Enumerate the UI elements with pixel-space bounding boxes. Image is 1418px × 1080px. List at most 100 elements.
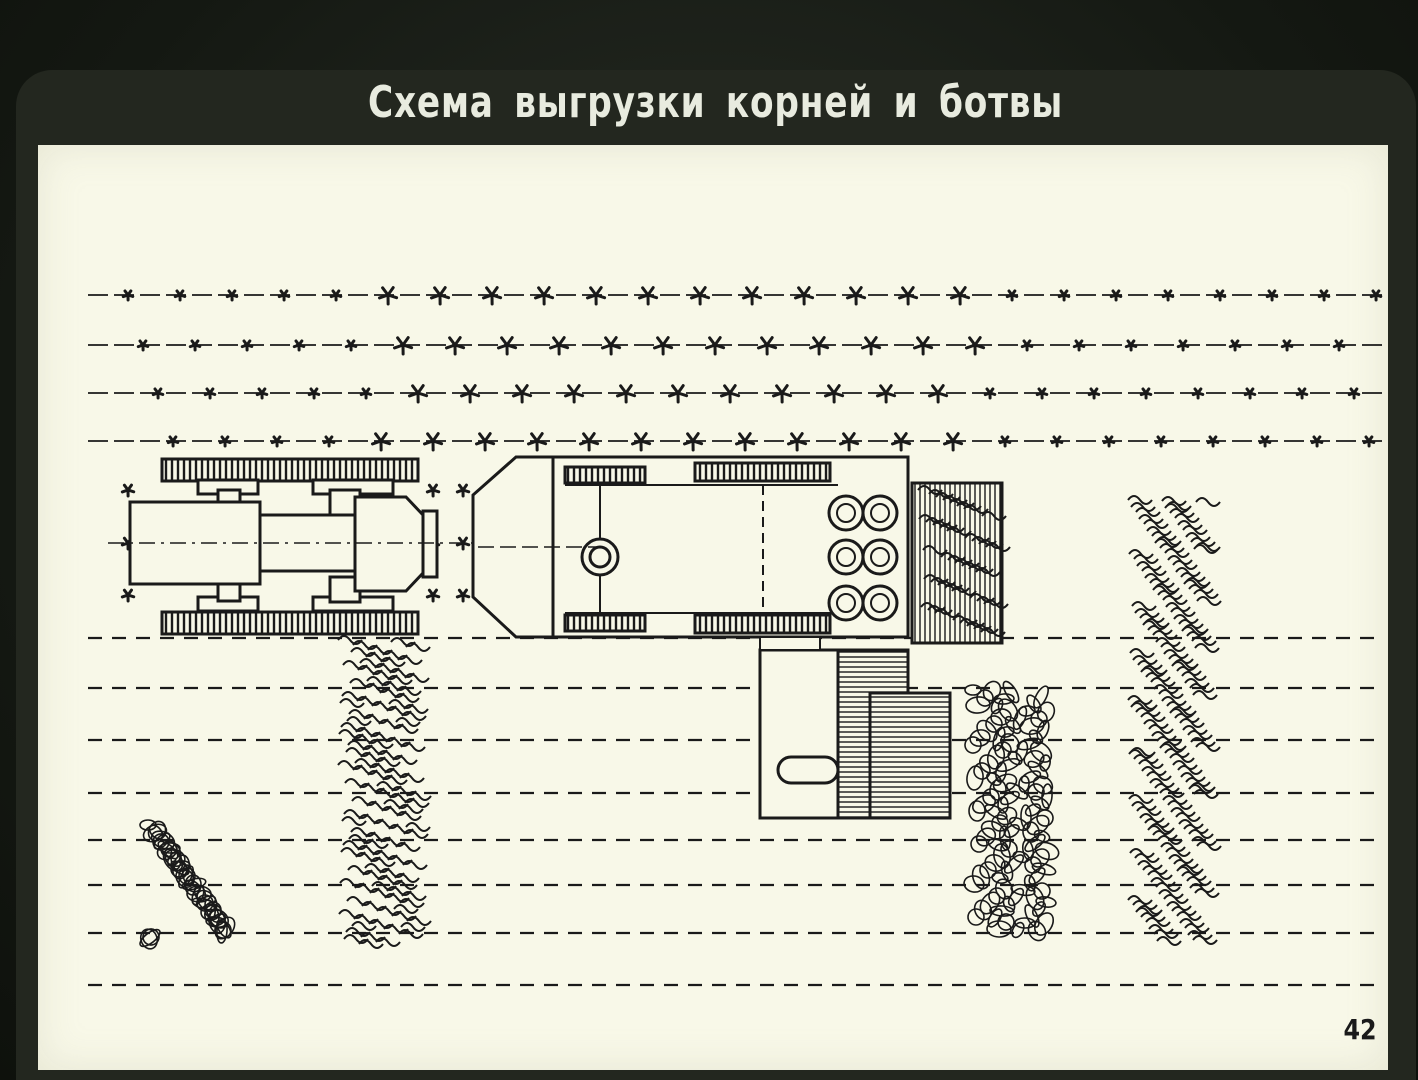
tops-swath: [337, 485, 1222, 949]
plant-icon: [429, 286, 451, 306]
plant-icon: [860, 336, 882, 356]
plant-icon: [203, 387, 217, 400]
plant-icon: [218, 435, 232, 448]
plant-icon: [511, 384, 533, 404]
plant-icon: [585, 286, 607, 306]
plant-icon: [344, 339, 358, 352]
plant-icon: [1332, 339, 1346, 352]
plant-icon: [912, 336, 934, 356]
plant-icon: [1243, 387, 1257, 400]
plant-icon: [270, 435, 284, 448]
plant-icon: [741, 286, 763, 306]
plant-icon: [496, 336, 518, 356]
plant-icon: [682, 432, 704, 452]
plant-icon: [1176, 339, 1190, 352]
plant-icon: [481, 286, 503, 306]
plant-icon: [392, 336, 414, 356]
plant-icon: [1154, 435, 1168, 448]
page-number: 42: [1343, 1013, 1377, 1046]
plant-icon: [173, 289, 187, 302]
harvester-icon: [471, 455, 1004, 820]
plant-icon: [1102, 435, 1116, 448]
plant-icon: [151, 387, 165, 400]
plant-icon: [377, 286, 399, 306]
plant-icon: [322, 435, 336, 448]
plant-icon: [1347, 387, 1361, 400]
plant-icon: [964, 336, 986, 356]
plant-icon: [329, 289, 343, 302]
plant-icon: [1020, 339, 1034, 352]
plant-icon: [1369, 289, 1383, 302]
plant-icon: [563, 384, 585, 404]
plant-icon: [1228, 339, 1242, 352]
harvesting-diagram: [88, 286, 1386, 987]
plant-icon: [637, 286, 659, 306]
plant-icon: [1005, 289, 1019, 302]
title-bar: Схема выгрузки корней и ботвы: [356, 72, 1076, 132]
plant-icon: [1258, 435, 1272, 448]
plant-icon: [1362, 435, 1376, 448]
plant-icon: [578, 432, 600, 452]
plant-icon: [225, 289, 239, 302]
plant-icon: [474, 432, 496, 452]
plant-icon: [120, 588, 136, 603]
plant-icon: [120, 483, 136, 498]
plant-icon: [1295, 387, 1309, 400]
plant-icon: [719, 384, 741, 404]
plant-icon: [455, 588, 471, 603]
plant-icon: [1050, 435, 1064, 448]
plant-icon: [444, 336, 466, 356]
plant-icon: [407, 384, 429, 404]
plant-icon: [890, 432, 912, 452]
plant-icon: [786, 432, 808, 452]
plant-icon: [949, 286, 971, 306]
plant-icon: [425, 588, 441, 603]
plant-icon: [188, 339, 202, 352]
plant-icon: [459, 384, 481, 404]
plant-icon: [277, 289, 291, 302]
tractor-icon: [108, 457, 508, 636]
plant-icon: [526, 432, 548, 452]
plant-icon: [548, 336, 570, 356]
plant-icon: [652, 336, 674, 356]
plant-icon: [359, 387, 373, 400]
plant-icon: [689, 286, 711, 306]
plant-icon: [983, 387, 997, 400]
plant-icon: [307, 387, 321, 400]
plant-icon: [927, 384, 949, 404]
plant-rows: [88, 286, 1386, 603]
plant-icon: [1087, 387, 1101, 400]
plant-icon: [793, 286, 815, 306]
plant-icon: [1265, 289, 1279, 302]
plant-icon: [823, 384, 845, 404]
plant-icon: [875, 384, 897, 404]
plant-icon: [455, 483, 471, 498]
plant-icon: [897, 286, 919, 306]
root-pile: [139, 680, 1060, 950]
plant-icon: [704, 336, 726, 356]
slide-title: Схема выгрузки корней и ботвы: [368, 76, 1064, 128]
plant-icon: [1072, 339, 1086, 352]
plant-icon: [240, 339, 254, 352]
plant-icon: [771, 384, 793, 404]
plant-icon: [1109, 289, 1123, 302]
plant-icon: [136, 339, 150, 352]
plant-icon: [756, 336, 778, 356]
plant-icon: [292, 339, 306, 352]
plant-icon: [942, 432, 964, 452]
plant-icon: [600, 336, 622, 356]
plant-icon: [734, 432, 756, 452]
plant-icon: [121, 289, 135, 302]
plant-icon: [1139, 387, 1153, 400]
plant-icon: [1124, 339, 1138, 352]
plant-icon: [1057, 289, 1071, 302]
plant-icon: [533, 286, 555, 306]
plant-icon: [845, 286, 867, 306]
plant-icon: [1280, 339, 1294, 352]
plant-icon: [615, 384, 637, 404]
plant-icon: [255, 387, 269, 400]
plant-icon: [998, 435, 1012, 448]
plant-icon: [425, 483, 441, 498]
plant-icon: [1213, 289, 1227, 302]
plant-icon: [1317, 289, 1331, 302]
